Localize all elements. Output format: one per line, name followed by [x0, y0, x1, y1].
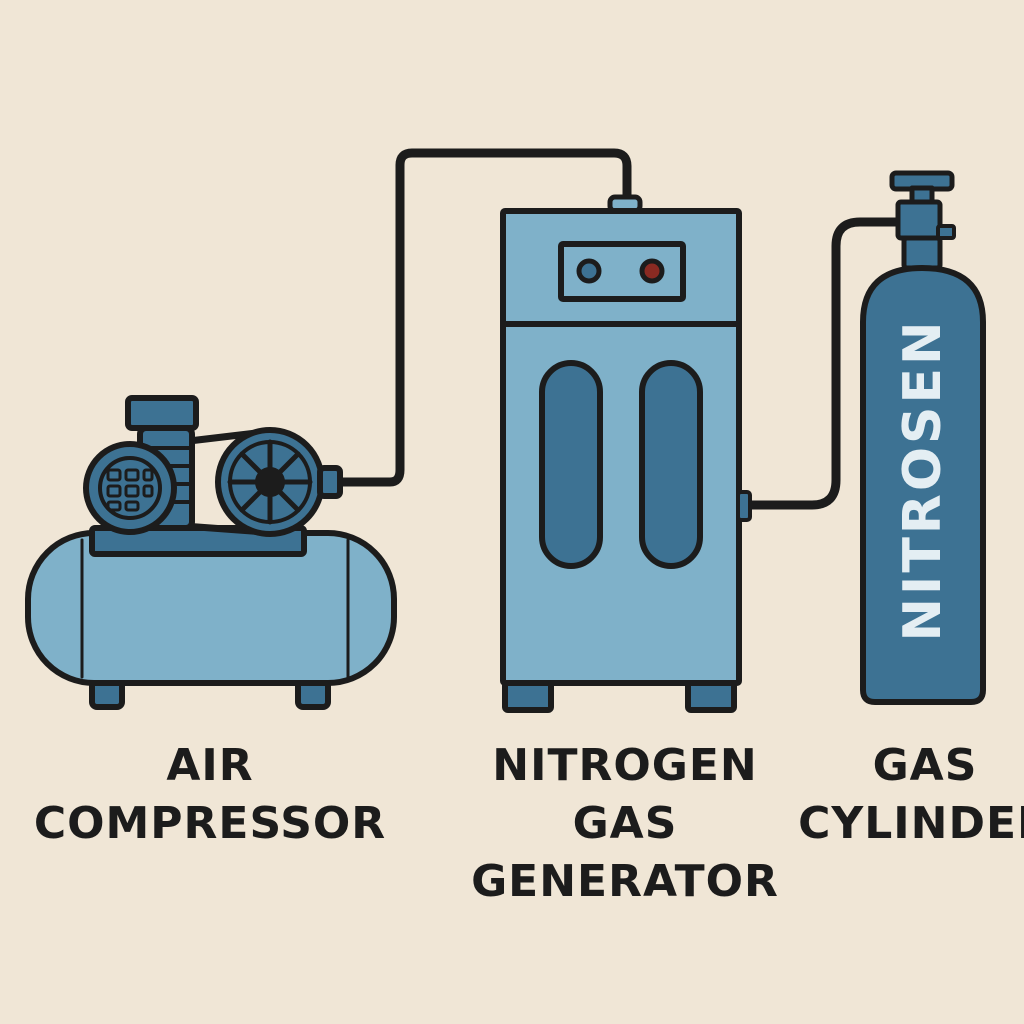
cylinder-body — [860, 265, 986, 705]
pipe-compressor-to-generator — [330, 148, 632, 487]
cylinder-valve-side-port — [936, 224, 956, 240]
cylinder-marking: NITROSEN — [893, 318, 953, 641]
gas-cylinder-icon — [860, 170, 986, 705]
label-nitrogen-gas-generator: NITROGEN GAS GENERATOR — [430, 737, 820, 911]
pipe-generator-to-cylinder — [737, 217, 905, 510]
nitrogen-generator-icon — [500, 194, 752, 713]
label-air-compressor: AIR COMPRESSOR — [0, 737, 420, 853]
compressor-head — [125, 395, 199, 431]
generator-indicator-left — [576, 258, 602, 284]
label-line: AIR — [166, 740, 254, 791]
generator-column-left — [539, 360, 603, 569]
generator-outlet — [736, 490, 752, 522]
label-line: GENERATOR — [471, 856, 779, 907]
cylinder-neck — [901, 235, 943, 271]
label-line: GAS — [572, 798, 678, 849]
label-line: COMPRESSOR — [33, 798, 387, 849]
label-line: CYLINDER — [798, 798, 1024, 849]
label-line: NITROGEN — [492, 740, 758, 791]
cylinder-valve-body — [895, 199, 943, 241]
generator-control-panel — [558, 241, 686, 302]
air-compressor-icon — [25, 395, 397, 710]
label-line: GAS — [872, 740, 978, 791]
compressor-outlet — [317, 465, 343, 499]
generator-indicator-right — [639, 258, 665, 284]
label-gas-cylinder: GAS CYLINDER — [790, 737, 1024, 853]
generator-column-right — [639, 360, 703, 569]
